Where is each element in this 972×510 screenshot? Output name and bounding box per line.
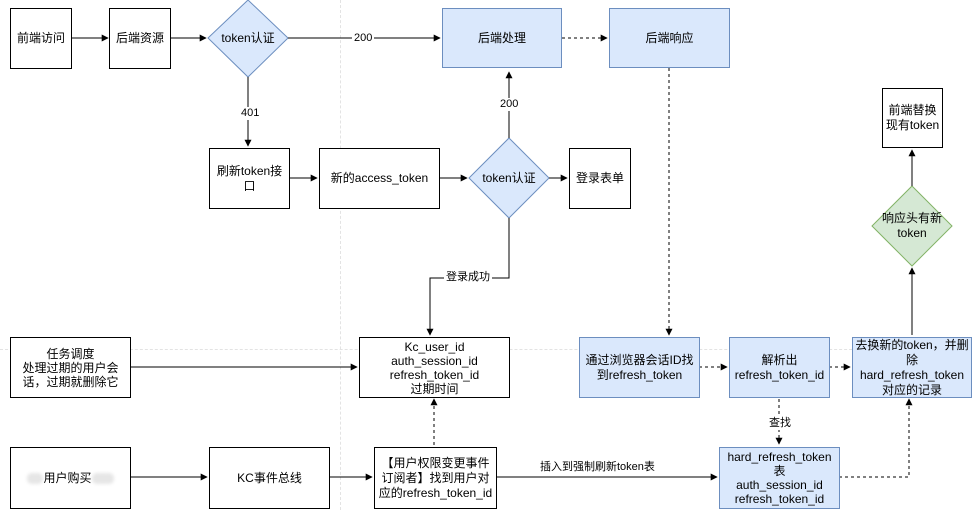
- node-frontend-replace[interactable]: 前端替换 现有token: [882, 88, 943, 148]
- node-response-has-token[interactable]: 响应头有新 token: [881, 211, 942, 240]
- redacted-mark: [91, 472, 114, 484]
- node-refresh-token-api[interactable]: 刷新token接口: [209, 148, 290, 209]
- edge-label-lookup: 查找: [767, 417, 793, 430]
- node-perm-subscriber[interactable]: 【用户权限变更事件 订阅者】找到用户对 应的refresh_token_id: [374, 447, 497, 509]
- node-hard-table[interactable]: hard_refresh_token表 auth_session_id refr…: [719, 447, 840, 509]
- redacted-mark: [27, 472, 44, 484]
- node-user-purchase[interactable]: 用户购买: [10, 447, 131, 509]
- node-token-auth-1[interactable]: token认证: [221, 30, 275, 45]
- edge-label-401: 401: [239, 107, 262, 120]
- edge-label-login-success: 登录成功: [444, 271, 492, 284]
- node-kc-record[interactable]: Kc_user_id auth_session_id refresh_token…: [359, 337, 510, 398]
- edge-label-200-top: 200: [352, 32, 375, 45]
- node-task-schedule[interactable]: 任务调度 处理过期的用户会 话，过期就删除它: [10, 337, 131, 398]
- node-find-refresh-token[interactable]: 通过浏览器会话ID找 到refresh_token: [579, 337, 700, 398]
- node-backend-response[interactable]: 后端响应: [609, 8, 730, 68]
- edge-hard-table-to-exchange: [839, 398, 913, 478]
- edge-label-insert: 插入到强制刷新token表: [538, 461, 657, 474]
- node-user-purchase-label: 用户购买: [43, 470, 92, 485]
- response-token-diamond: [871, 185, 953, 267]
- node-backend-process[interactable]: 后端处理: [442, 8, 562, 68]
- node-frontend-visit[interactable]: 前端访问: [10, 8, 72, 69]
- canvas-guide-vertical: [340, 0, 341, 510]
- node-login-form[interactable]: 登录表单: [569, 148, 631, 209]
- edge-label-200-mid: 200: [498, 98, 521, 111]
- node-backend-resource[interactable]: 后端资源: [109, 8, 171, 69]
- node-new-access-token[interactable]: 新的access_token: [319, 148, 440, 209]
- node-exchange-token[interactable]: 去换新的token，并删 除hard_refresh_token 对应的记录: [852, 337, 972, 398]
- node-parse-out[interactable]: 解析出 refresh_token_id: [729, 337, 830, 398]
- node-kc-event-bus[interactable]: KC事件总线: [209, 447, 330, 509]
- node-token-auth-2[interactable]: token认证: [482, 170, 536, 185]
